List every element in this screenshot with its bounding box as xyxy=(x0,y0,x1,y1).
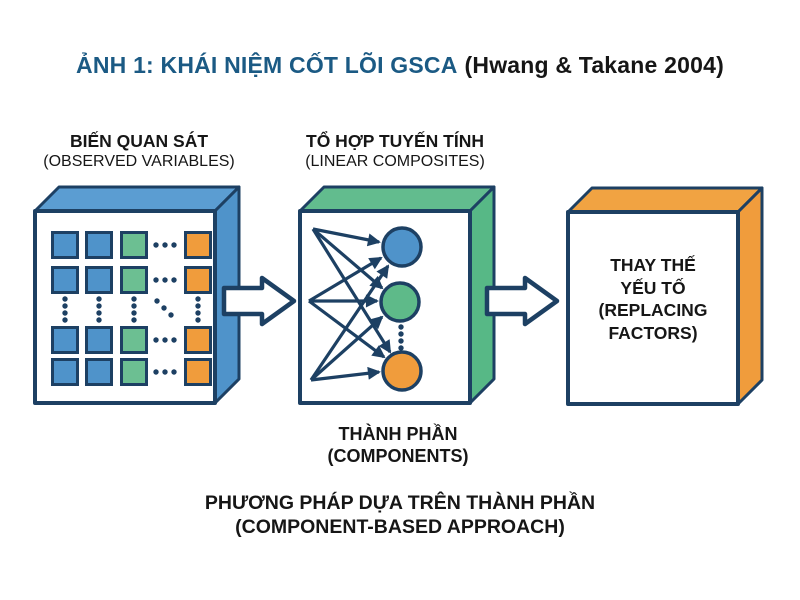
figure-title-main: ẢNH 1: KHÁI NIỆM CỐT LÕI GSCA xyxy=(76,52,458,78)
approach-caption: PHƯƠNG PHÁP DỰA TRÊN THÀNH PHẦN (COMPONE… xyxy=(0,492,800,539)
replacing-box-top-face xyxy=(566,186,764,214)
flow-arrow-1 xyxy=(221,275,297,327)
observed-grid-cell xyxy=(51,266,79,294)
observed-variables-label: BIẾN QUAN SÁT (OBSERVED VARIABLES) xyxy=(19,131,259,172)
replacing-factors-box xyxy=(566,186,764,406)
components-label: THÀNH PHẦN (COMPONENTS) xyxy=(288,424,508,467)
component-circle-orange xyxy=(381,350,423,392)
replacing-box-front-face xyxy=(566,210,740,406)
observed-grid-cell xyxy=(51,326,79,354)
composites-box-top-face xyxy=(298,185,496,213)
composite-arrow xyxy=(309,315,384,382)
ellipsis-dots xyxy=(62,242,201,375)
observed-grid xyxy=(51,231,212,386)
component-circles xyxy=(379,226,423,392)
component-circle-blue xyxy=(381,226,423,268)
observed-grid-cell xyxy=(120,266,148,294)
composites-label-vi: TỔ HỢP TUYẾN TÍNH xyxy=(306,131,484,151)
replacing-box-side-face xyxy=(736,186,764,406)
figure-title: ẢNH 1: KHÁI NIỆM CỐT LÕI GSCA(Hwang & Ta… xyxy=(0,50,800,80)
composite-arrow xyxy=(311,228,392,354)
observed-grid-cell xyxy=(85,326,113,354)
observed-grid-cell xyxy=(184,266,212,294)
observed-grid-cell xyxy=(51,231,79,259)
observed-box-top-face xyxy=(33,185,241,213)
observed-grid-cell xyxy=(184,326,212,354)
composites-label-en: (LINEAR COMPOSITES) xyxy=(305,153,485,170)
linear-composites-label: TỔ HỢP TUYẾN TÍNH (LINEAR COMPOSITES) xyxy=(285,131,505,172)
observed-grid-cell xyxy=(120,326,148,354)
observed-grid-cell xyxy=(184,231,212,259)
composite-arrow xyxy=(312,227,381,247)
observed-grid-cell xyxy=(120,231,148,259)
observed-grid-cell xyxy=(85,266,113,294)
observed-grid-cell xyxy=(85,231,113,259)
approach-caption-en: (COMPONENT-BASED APPROACH) xyxy=(235,516,565,538)
composite-arrow xyxy=(308,256,383,303)
composite-arrow xyxy=(309,264,390,381)
components-label-vi: THÀNH PHẦN xyxy=(338,424,458,444)
replacing-factors-text: THAY THẾ YẾU TỐ (REPLACING FACTORS) xyxy=(598,255,708,343)
observed-grid-cell xyxy=(51,358,79,386)
component-ellipsis-dots xyxy=(398,324,404,351)
observed-grid-cell xyxy=(85,358,113,386)
components-label-en: (COMPONENTS) xyxy=(327,446,469,466)
component-circle-green xyxy=(379,281,421,323)
composite-arrow xyxy=(310,366,381,382)
composite-weight-arrows xyxy=(308,227,392,382)
observed-grid-cell xyxy=(184,358,212,386)
observed-label-en: (OBSERVED VARIABLES) xyxy=(43,153,235,170)
observed-label-vi: BIẾN QUAN SÁT xyxy=(69,131,209,151)
composite-arrow xyxy=(311,227,384,290)
flow-arrow-2 xyxy=(484,275,560,327)
approach-caption-vi: PHƯƠNG PHÁP DỰA TRÊN THÀNH PHẦN xyxy=(204,492,596,514)
figure-title-citation: (Hwang & Takane 2004) xyxy=(464,52,724,78)
observed-grid-cell xyxy=(120,358,148,386)
